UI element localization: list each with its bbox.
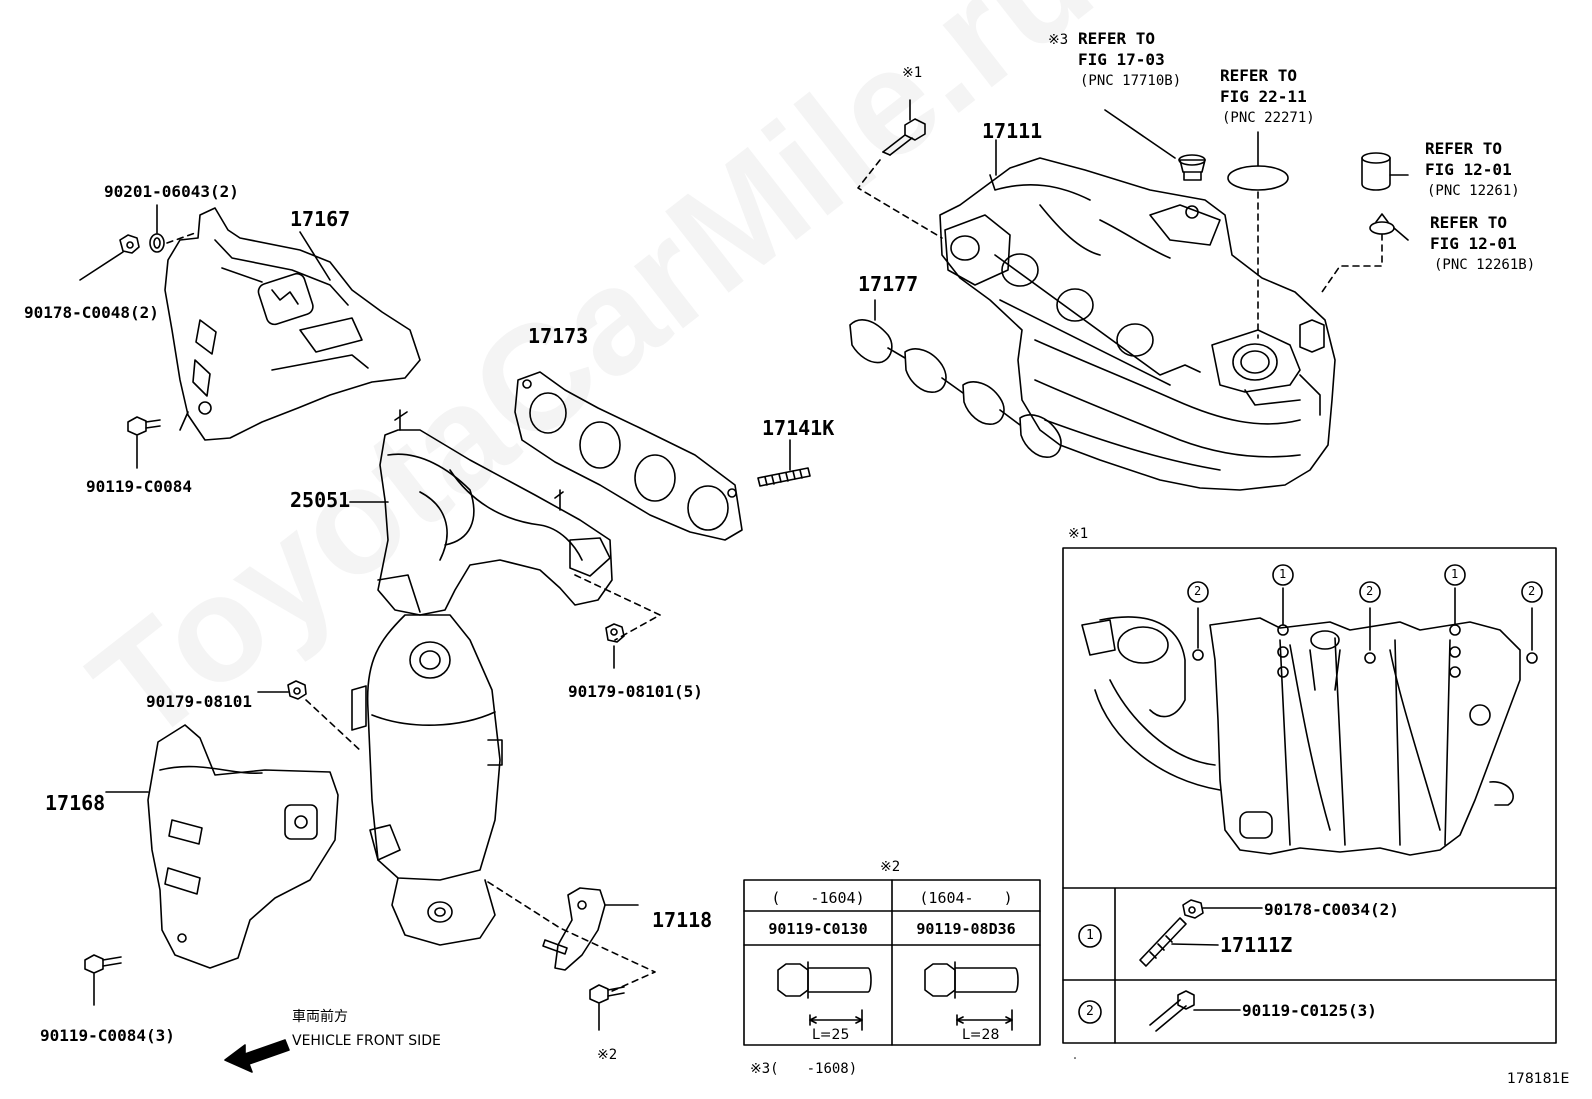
callout-2-b: 2 [1366,584,1374,598]
o-ring-22271 [1227,131,1289,339]
label-25051: 25051 [290,488,351,512]
label-17118: 17118 [652,908,713,932]
front-side-jp: 車両前方 [292,1009,348,1025]
heat-insulator-17168 [105,724,339,969]
exhaust-manifold-25051 [377,409,613,616]
ref2-line1: REFER TO [1220,66,1298,85]
label-90179-08101: 90179-08101 [146,692,252,711]
ref4-line3: (PNC 12261B) [1434,257,1536,273]
bolt-90119-c0084-top [127,416,161,469]
bolt-table-col1-length: L=25 [812,1027,850,1043]
detail-box [1062,547,1557,1044]
label-90178-c0034: 90178-C0034(2) [1264,900,1399,919]
note-mark-2-table: ※2 [880,859,901,875]
leader-lines [299,231,1076,1059]
row1-callout: 1 [1086,928,1094,943]
heat-insulator-17167 [164,207,421,441]
bolt-table-col2-header: (1604- ) [919,889,1013,907]
gasket-17173 [514,371,743,541]
note-mark-2-bolt: ※2 [597,1047,618,1063]
catalytic-converter [351,614,503,946]
bolt-note-1 [857,99,943,239]
ref1-line2: FIG 17-03 [1078,50,1165,69]
bolt-note-2 [589,984,625,1031]
gasket-17177 [849,299,1062,458]
bolt-90119-c0084-3 [84,954,122,1006]
ref2-line3: (PNC 22271) [1222,110,1315,126]
label-17141k: 17141K [762,416,835,440]
label-17167: 17167 [290,207,351,231]
label-90119-c0084-top: 90119-C0084 [86,477,192,496]
bolt-table [743,879,1041,1046]
label-90178-c0048: 90178-C0048(2) [24,303,159,322]
bracket-17118 [487,881,656,993]
bolt-table-col1-part: 90119-C0130 [768,920,868,938]
callout-1-a: 1 [1279,567,1287,581]
ref3-line3: (PNC 12261) [1427,183,1520,199]
diagram-id: 178181E [1507,1071,1570,1087]
label-90119-c0084-3: 90119-C0084(3) [40,1026,175,1045]
label-17168: 17168 [45,791,106,815]
note-mark-1-box: ※1 [1068,526,1089,542]
row2-callout: 2 [1086,1004,1094,1019]
grommet-ref-17710b [1104,109,1206,181]
bolt-table-col1-header: ( -1604) [771,889,865,907]
front-side-en: VEHICLE FRONT SIDE [292,1033,441,1049]
label-17111: 17111 [982,119,1043,143]
ref1-line1: REFER TO [1078,29,1156,48]
bolt-table-col2-part: 90119-08D36 [916,920,1016,938]
ref1-line3: (PNC 17710B) [1080,73,1182,89]
vehicle-front-arrow [224,1039,290,1073]
stud-17141k [757,439,811,487]
label-90179-08101-5: 90179-08101(5) [568,682,703,701]
intake-manifold-17111 [939,139,1336,491]
ref4-line1: REFER TO [1430,213,1508,232]
ref3-line2: FIG 12-01 [1425,160,1512,179]
note-mark-1-bolt: ※1 [902,65,923,81]
ref4-line2: FIG 12-01 [1430,234,1517,253]
callout-1-b: 1 [1451,567,1459,581]
callout-2-c: 2 [1528,584,1536,598]
callout-2-a: 2 [1194,584,1202,598]
label-17173: 17173 [528,324,589,348]
clip-12261b [1321,213,1409,293]
bolt-table-col2-length: L=28 [962,1027,1000,1043]
note-mark-3: ※3( -1608) [750,1061,858,1077]
ref3-line1: REFER TO [1425,139,1503,158]
ref1-mark: ※3 [1048,32,1069,48]
ref2-line2: FIG 22-11 [1220,87,1307,106]
plug-12261 [1361,152,1409,191]
label-17111z: 17111Z [1220,933,1293,957]
label-90119-c0125: 90119-C0125(3) [1242,1001,1377,1020]
label-90201-06043: 90201-06043(2) [104,182,239,201]
nut-90178-c0048 [79,234,140,281]
nut-90179-5 [574,574,661,669]
nut-90179-left [257,680,363,753]
label-17177: 17177 [858,272,919,296]
washer-90201 [149,204,199,253]
